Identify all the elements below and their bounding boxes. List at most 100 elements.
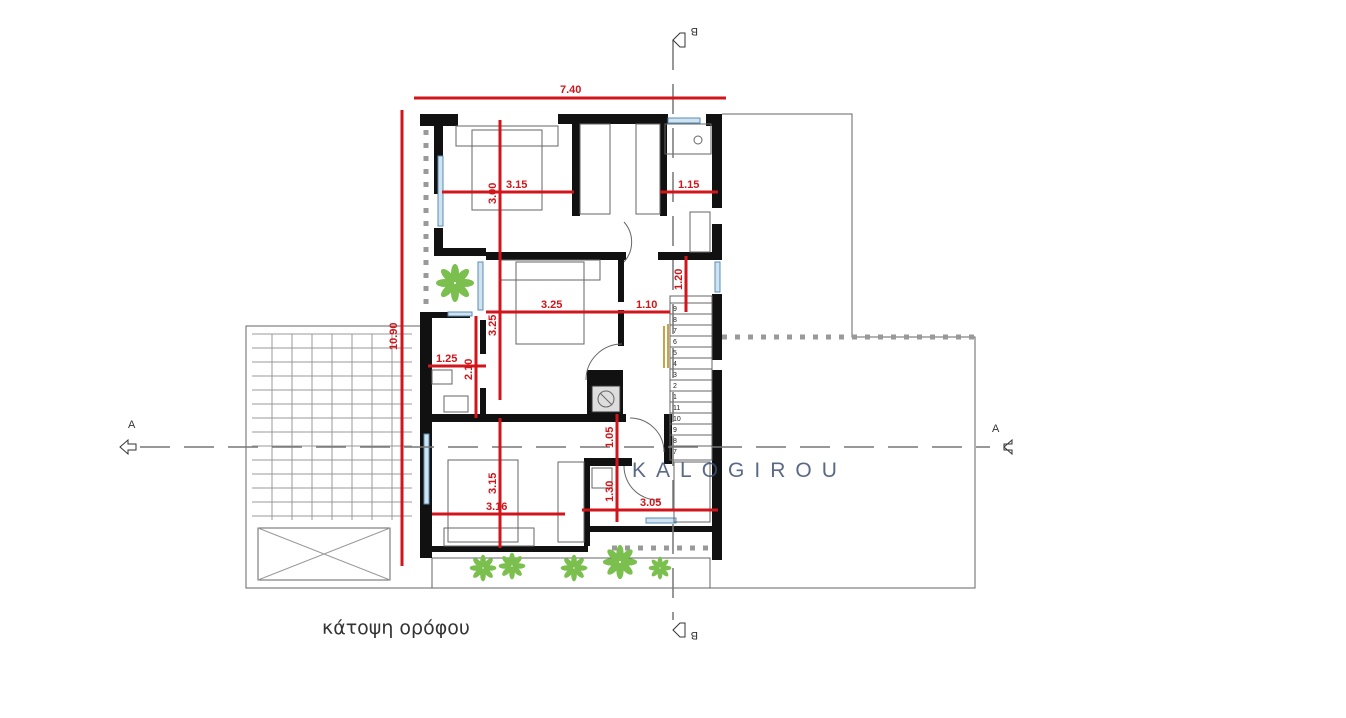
furniture-part (447, 459, 519, 543)
section-b-bottom-label: B (691, 629, 698, 641)
section-lines (119, 32, 1013, 638)
stair-number: 7 (673, 328, 677, 335)
plant-leaf (607, 549, 620, 562)
plants (436, 264, 672, 582)
plant-leaf (607, 562, 620, 575)
walls-part (584, 458, 632, 466)
stair-number: 8 (673, 317, 677, 324)
dimension-labels: 7.40 10.90 3.15 3.00 1.15 1.20 3.25 3.25… (388, 84, 699, 513)
dim-bed2-depth: 3.25 (487, 315, 499, 336)
dim-bath-width: 1.25 (436, 353, 457, 365)
windows-part (477, 261, 484, 311)
walls-part (428, 546, 588, 552)
dim-bath-depth: 2.10 (463, 359, 475, 380)
plant-leaf (440, 268, 455, 283)
furniture-part (515, 261, 585, 345)
furniture-part (499, 259, 601, 281)
stair-number: 4 (673, 361, 677, 368)
roof-outline-part (722, 113, 976, 589)
section-lines-part (672, 622, 686, 638)
windows-part (645, 517, 677, 524)
plant-leaf (440, 283, 455, 298)
walls-part (558, 114, 668, 124)
walls-part (480, 320, 486, 354)
dimension-lines (400, 96, 726, 566)
walls-part (658, 252, 722, 260)
plant-leaf (483, 558, 493, 568)
furniture-part (591, 467, 613, 489)
dim-ensuite-width: 1.15 (678, 179, 699, 191)
roof-outline-part (431, 557, 711, 589)
plant-leaf (564, 568, 574, 578)
roof-outline-part (257, 527, 391, 581)
section-a-left-label: A (128, 419, 136, 431)
dim-bed1-depth: 3.00 (487, 183, 499, 204)
furniture-part (664, 123, 712, 155)
furniture-part (471, 129, 543, 211)
furniture-part (455, 125, 559, 147)
furniture-part (443, 527, 535, 547)
furniture-part (557, 461, 585, 543)
walls (420, 114, 722, 560)
furniture (431, 123, 712, 547)
furniture-part (443, 395, 469, 413)
plant-leaf (473, 568, 483, 578)
stair-number: 11 (673, 405, 680, 412)
section-b-top-label: B (691, 25, 698, 37)
dim-overall-height: 10.90 (388, 322, 400, 350)
walls-part (486, 252, 626, 260)
walls-part (420, 312, 470, 318)
plant-leaf (620, 549, 633, 562)
windows-part (667, 117, 701, 124)
stair-number: 3 (673, 372, 677, 379)
dim-corridor: 1.05 (604, 427, 616, 448)
furniture-part (635, 123, 661, 215)
dim-bed1-width: 3.15 (506, 179, 527, 191)
plant-leaf (512, 556, 522, 566)
walls-part (428, 414, 626, 422)
walls-part (664, 414, 672, 464)
plant-leaf (473, 558, 483, 568)
furniture-part (599, 392, 613, 406)
furniture-part (585, 343, 623, 381)
furniture-part (673, 461, 711, 523)
dim-landing: 1.10 (636, 299, 657, 311)
plant-leaf (651, 559, 660, 568)
plant-leaf (512, 566, 522, 576)
furniture-part (431, 369, 453, 385)
furniture-part (579, 123, 611, 215)
dim-bed3-depth: 3.15 (487, 473, 499, 494)
windows-part (423, 433, 430, 505)
plant-leaf (502, 566, 512, 576)
furniture-part (629, 417, 665, 453)
stair-number: 8 (673, 438, 677, 445)
stair-number: 7 (673, 449, 677, 456)
walls-part (584, 458, 590, 546)
stair-number: 9 (673, 427, 677, 434)
staircase-part (669, 295, 713, 461)
walls-part (618, 258, 624, 302)
walls-part (480, 388, 486, 416)
furniture-part (623, 465, 661, 501)
windows-part (714, 261, 721, 293)
furniture-part (597, 390, 615, 408)
staircase-part (663, 324, 669, 368)
plant-leaf (483, 568, 493, 578)
plant-leaf (455, 268, 470, 283)
walls-part (587, 526, 712, 532)
dim-hall-top: 1.20 (673, 269, 685, 290)
plant-leaf (620, 562, 633, 575)
dim-wc-depth: 1.30 (604, 481, 616, 502)
walls-part (712, 370, 722, 560)
plant-leaf (574, 568, 584, 578)
walls-part (572, 124, 580, 216)
furniture-part (689, 211, 711, 253)
stair-number: 10 (673, 416, 681, 423)
section-lines-part (1003, 438, 1013, 456)
walls-part (712, 294, 722, 360)
walls-part (712, 114, 722, 208)
roof-outline (245, 113, 976, 589)
plant-leaf (651, 568, 660, 577)
